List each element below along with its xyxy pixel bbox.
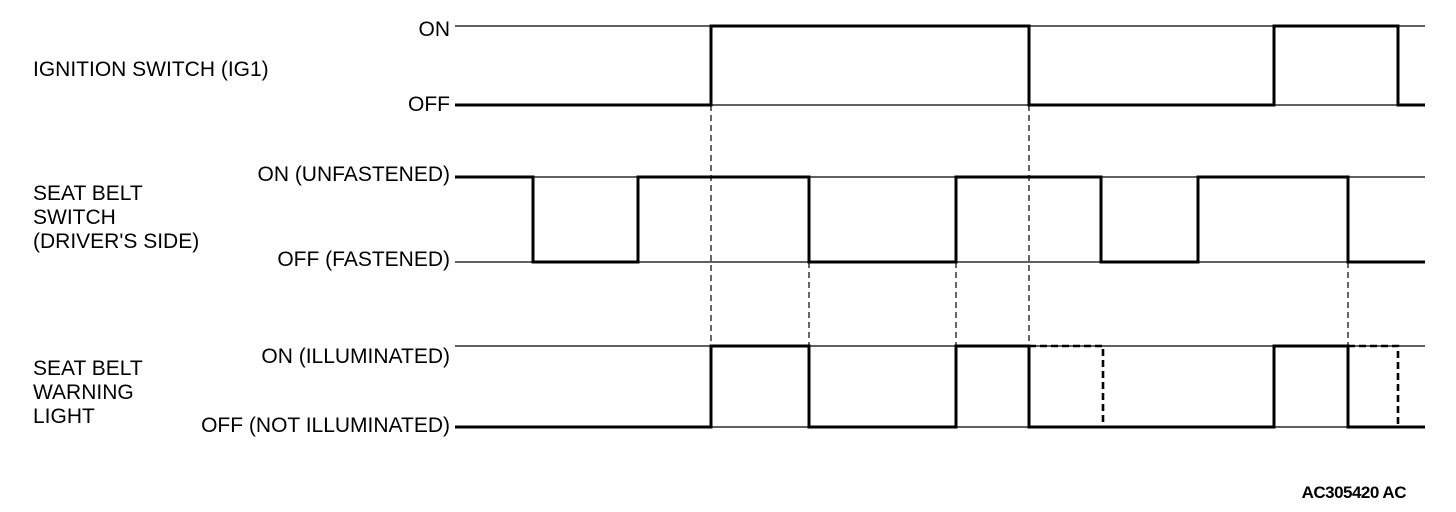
seatbelt-switch-state-trace (455, 175, 1425, 264)
warning-light-dashed-segment-1 (1029, 344, 1105, 427)
ignition-off-label: OFF (408, 93, 450, 116)
ignition-waveform (455, 24, 1425, 107)
warning-light-waveform (455, 344, 1425, 429)
seatbelt-switch-name-line1: SEAT BELT (33, 182, 143, 205)
seatbelt-switch-waveform (455, 175, 1425, 264)
seatbelt-switch-name-line3: (DRIVER'S SIDE) (33, 230, 200, 253)
warning-light-off-label: OFF (NOT ILLUMINATED) (201, 414, 450, 437)
seatbelt-switch-name-line2: SWITCH (33, 206, 116, 229)
timing-guides (710, 105, 1349, 346)
figure-code: AC305420 AC (1301, 483, 1407, 502)
warning-light-state-trace (455, 344, 1425, 429)
warning-light-name-line2: WARNING (33, 381, 134, 404)
seatbelt-switch-on-label: ON (UNFASTENED) (257, 163, 450, 186)
warning-light-name-line3: LIGHT (33, 405, 95, 428)
ignition-state-trace (455, 24, 1425, 107)
warning-light-name-line1: SEAT BELT (33, 357, 143, 380)
warning-light-on-label: ON (ILLUMINATED) (261, 345, 450, 368)
ignition-on-label: ON (418, 18, 451, 41)
seatbelt-switch-off-label: OFF (FASTENED) (277, 248, 450, 271)
warning-light-dashed-segment-2 (1348, 344, 1400, 427)
ignition-signal-name: IGNITION SWITCH (IG1) (33, 58, 269, 81)
